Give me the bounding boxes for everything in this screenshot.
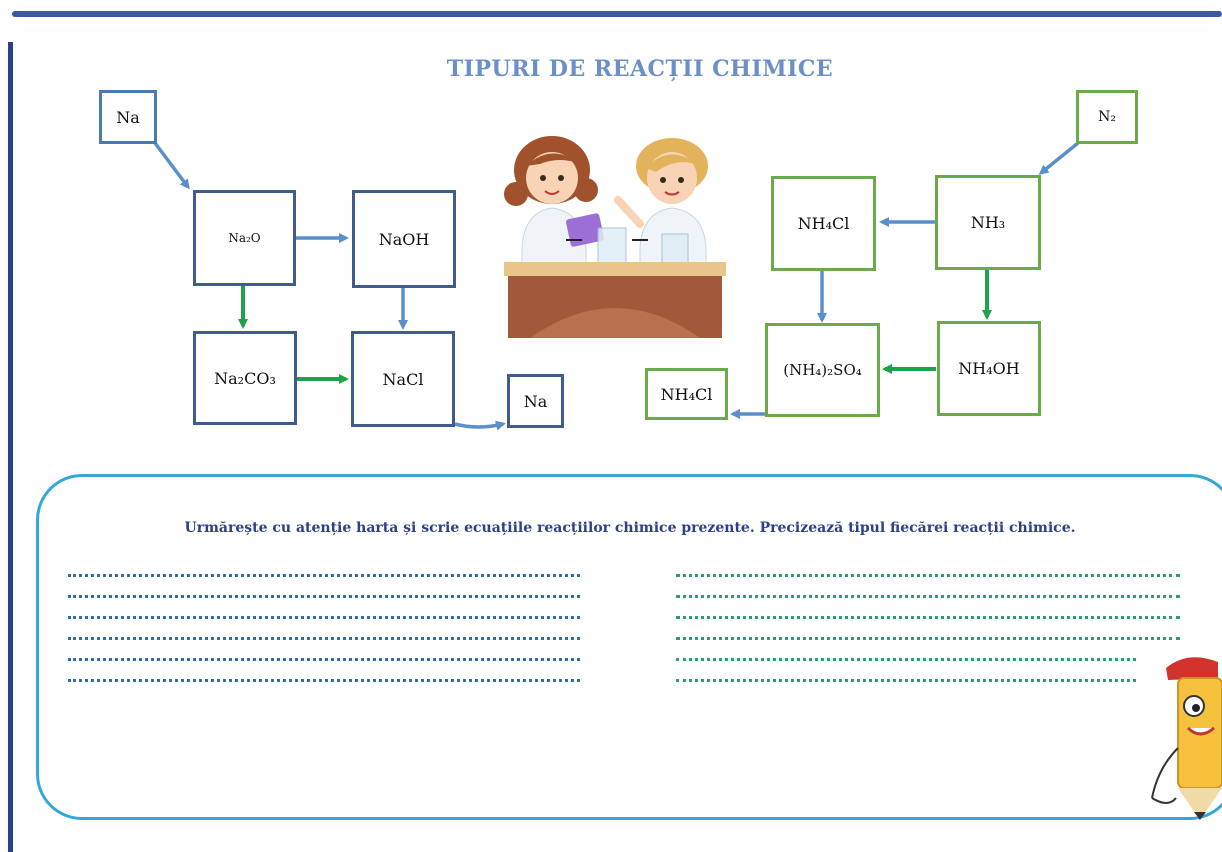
- answer-line[interactable]: [68, 616, 580, 619]
- task-frame: [36, 474, 1222, 820]
- beaker-left: [597, 227, 627, 265]
- node-ammonium-sulfate: (NH₄)₂SO₄: [765, 323, 880, 417]
- node-nh4oh: NH₄OH: [937, 321, 1041, 416]
- node-n2: N₂: [1076, 90, 1138, 144]
- beaker-right: [661, 233, 689, 265]
- node-nh4cl-bottom: NH₄Cl: [645, 368, 728, 420]
- table-top: [504, 262, 726, 276]
- arrow-n2-to-nh3: [1038, 141, 1080, 175]
- left-border: [8, 42, 13, 852]
- answer-line[interactable]: [68, 595, 580, 598]
- node-na2co3: Na₂CO₃: [193, 331, 297, 425]
- node-na-start: Na: [99, 90, 157, 144]
- answer-line[interactable]: [676, 595, 1180, 598]
- page-title: TIPURI DE REACȚII CHIMICE: [446, 56, 834, 82]
- node-na-end: Na: [507, 374, 564, 428]
- node-nacl: NaCl: [351, 331, 455, 427]
- answer-line[interactable]: [676, 679, 1136, 682]
- arrow-na-to-na2o: [153, 141, 190, 190]
- answer-line[interactable]: [68, 679, 580, 682]
- arrow-nacl-to-na: [454, 420, 506, 431]
- node-na2o: Na₂O: [193, 190, 296, 286]
- answer-line[interactable]: [676, 574, 1180, 577]
- node-nh3: NH₃: [935, 175, 1041, 270]
- top-border: [12, 11, 1222, 17]
- scientists-illustration: [504, 136, 726, 338]
- answer-line[interactable]: [676, 658, 1136, 661]
- node-naoh: NaOH: [352, 190, 456, 288]
- task-instruction: Urmărește cu atenție harta și scrie ecua…: [184, 520, 1076, 536]
- answer-line[interactable]: [676, 637, 1180, 640]
- answer-line[interactable]: [68, 574, 580, 577]
- clipboard: [566, 213, 604, 247]
- pencil-mascot-icon: [1151, 657, 1222, 820]
- answer-line[interactable]: [676, 616, 1180, 619]
- answer-line[interactable]: [68, 658, 580, 661]
- girl-face: [526, 152, 578, 204]
- node-nh4cl-top: NH₄Cl: [771, 176, 876, 271]
- answer-line[interactable]: [68, 637, 580, 640]
